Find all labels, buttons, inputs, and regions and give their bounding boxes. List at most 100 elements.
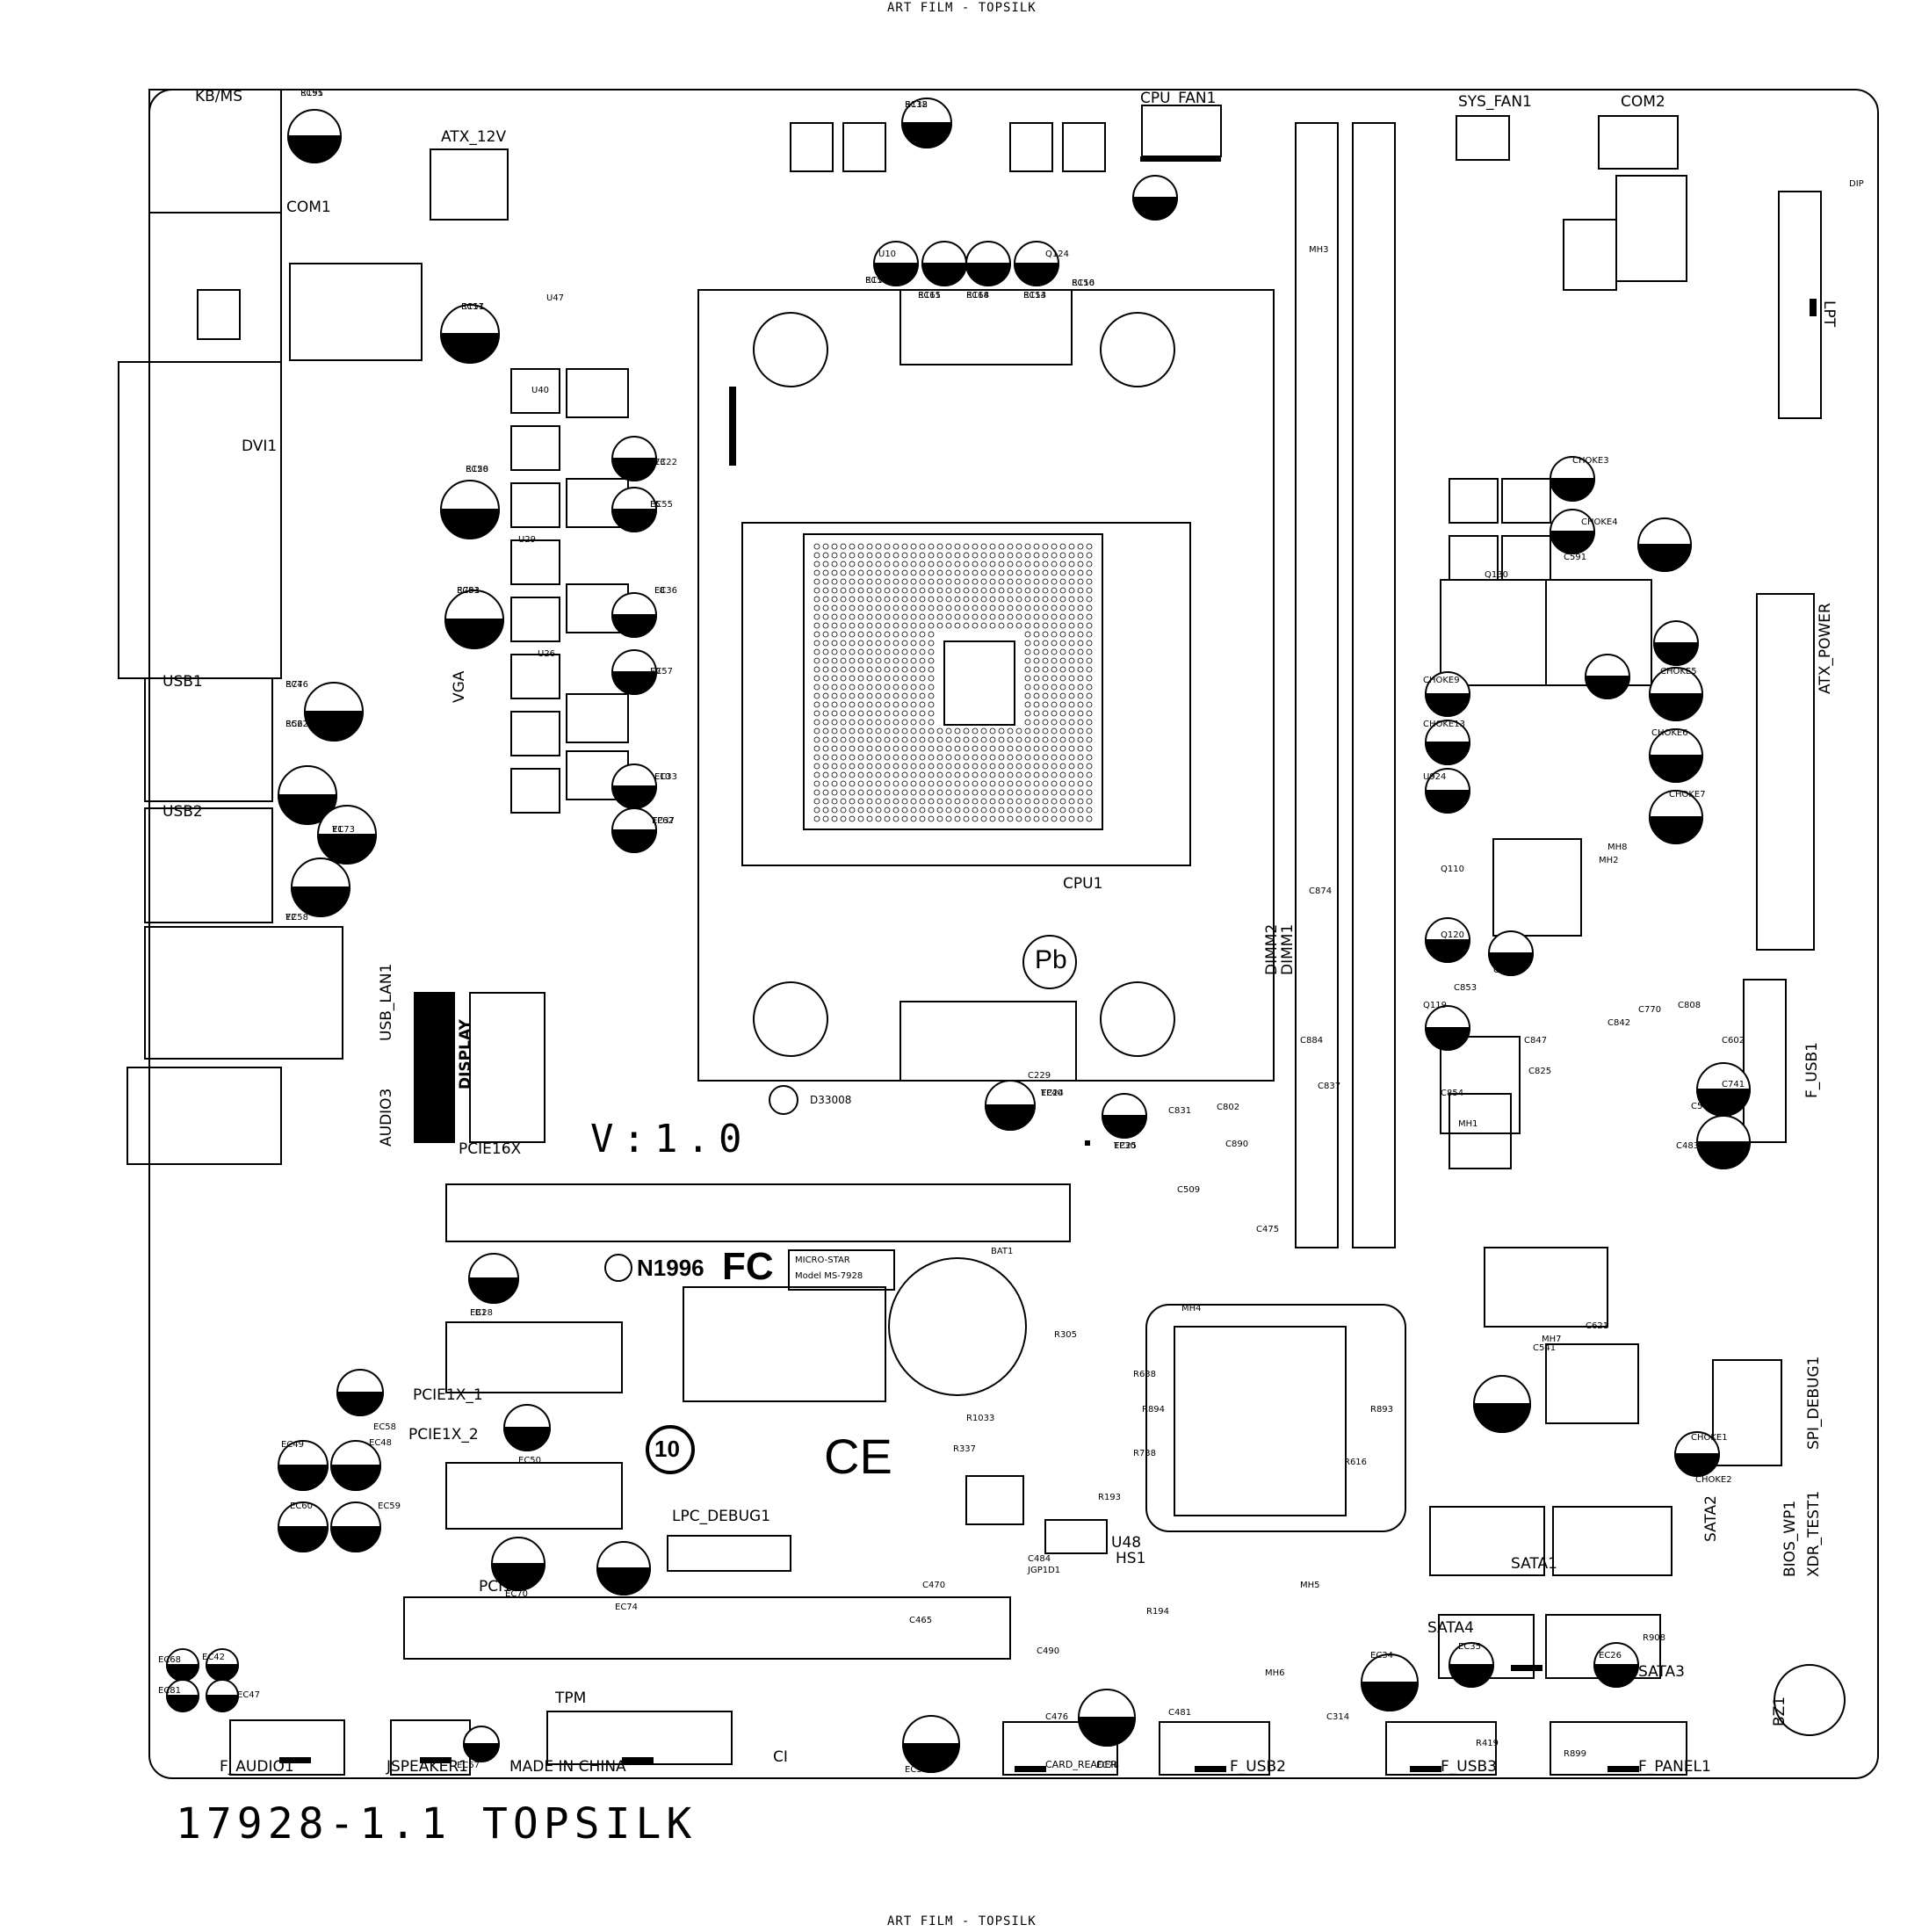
- usb1-connector: [144, 677, 273, 802]
- ref-designator: C476: [1045, 1712, 1069, 1722]
- ref-designator: EC50: [518, 1456, 542, 1465]
- capacitor-polarity-fill: [1648, 816, 1704, 844]
- rohs-number: 10: [654, 1436, 680, 1462]
- label-sata1: SATA1: [1511, 1555, 1557, 1573]
- ref-designator: R738: [1133, 1449, 1157, 1458]
- ref-designator: Q120: [1441, 930, 1464, 940]
- vendor-model: Model MS-7928: [795, 1271, 863, 1281]
- ref-designator: CHOKE3: [1572, 456, 1609, 466]
- capacitor-polarity-fill: [1077, 1717, 1137, 1747]
- ref-designator: R168: [966, 291, 990, 300]
- ce-mark: CE: [824, 1429, 892, 1484]
- capacitor-polarity-fill: [1648, 755, 1704, 783]
- ref-designator: C884: [1300, 1036, 1324, 1046]
- ref-designator: U924: [1423, 772, 1447, 782]
- capacitor-polarity-fill: [610, 509, 658, 532]
- label-dvi1: DVI1: [242, 438, 278, 455]
- ref-designator: CHOKE6: [1651, 728, 1688, 738]
- ref-designator: EC74: [615, 1603, 639, 1612]
- ref-designator: L8: [654, 586, 665, 596]
- label-lpc-debug1: LPC_DEBUG1: [672, 1508, 771, 1525]
- dvi-connector: [118, 361, 282, 679]
- chipset-u48: [1174, 1326, 1347, 1516]
- capacitor-polarity-fill: [872, 263, 920, 286]
- tpm-header: [546, 1711, 733, 1765]
- label-hs1: HS1: [1116, 1550, 1146, 1567]
- ref-designator: R161: [918, 291, 942, 300]
- ref-designator: C842: [1608, 1018, 1631, 1028]
- capacitor-polarity-fill: [1101, 1115, 1148, 1139]
- pcie1x-2-slot: [445, 1462, 623, 1530]
- ref-designator: EC16: [865, 276, 889, 286]
- ref-designator: EC57: [650, 667, 674, 677]
- ref-designator: EC4: [285, 680, 303, 690]
- atx12v-connector: [430, 148, 509, 221]
- date-code: D33008: [810, 1094, 852, 1106]
- pb-free-mark: [1022, 935, 1077, 989]
- capacitor-polarity-fill: [1487, 952, 1535, 976]
- ref-designator: R899: [1564, 1749, 1587, 1759]
- ref-designator: C475: [1256, 1225, 1280, 1234]
- label-bz1: BZ1: [1771, 1696, 1788, 1726]
- sata2-connector: [1552, 1506, 1673, 1576]
- ref-designator: CHOKE4: [1581, 517, 1618, 527]
- usb2-connector: [144, 807, 273, 923]
- capacitor-polarity-fill: [1424, 1027, 1471, 1051]
- dimm-slot-2: [1295, 122, 1339, 1248]
- ref-designator: EC48: [369, 1438, 393, 1448]
- ref-designator: R154: [1023, 291, 1047, 300]
- ref-designator: C741: [1722, 1080, 1745, 1089]
- label-u48: U48: [1111, 1534, 1142, 1552]
- ref-designator: C853: [1454, 983, 1477, 993]
- label-sata2: SATA2: [1702, 1495, 1720, 1542]
- ref-designator: R195: [300, 89, 324, 98]
- ref-designator: MH6: [1265, 1668, 1285, 1678]
- header-top: ART FILM - TOPSILK: [887, 1, 1037, 15]
- ref-designator: EC59: [378, 1501, 401, 1511]
- ref-designator: MH2: [1599, 856, 1619, 865]
- ref-designator: R138: [905, 100, 928, 110]
- made-in-china: MADE IN CHINA: [509, 1758, 626, 1776]
- label-atx-power: ATX_POWER: [1817, 603, 1834, 694]
- capacitor-polarity-fill: [205, 1695, 240, 1712]
- ref-designator: EC81: [158, 1686, 182, 1696]
- ref-designator: C879: [1493, 966, 1517, 975]
- board-version: V:1.0: [590, 1117, 751, 1161]
- buzzer-bz1: [1774, 1664, 1846, 1736]
- capacitor-polarity-fill: [1695, 1141, 1752, 1169]
- ref-designator: EC36: [654, 586, 678, 596]
- ref-designator: EC51: [300, 89, 324, 98]
- capacitor-polarity-fill: [610, 829, 658, 853]
- ref-designator: EC60: [290, 1501, 314, 1511]
- ref-designator: L5: [650, 500, 661, 510]
- ref-designator: EC47: [237, 1690, 261, 1700]
- ref-designator: R894: [1142, 1405, 1166, 1415]
- label-com1: COM1: [286, 199, 331, 216]
- kbms-connector: [148, 89, 282, 213]
- f-panel-header: [1550, 1721, 1687, 1776]
- label-atx-12v: ATX_12V: [441, 128, 507, 146]
- label-lpt: LPT: [1820, 300, 1838, 328]
- capacitor-polarity-fill: [165, 1664, 200, 1682]
- label-jgp1d1: JGP1D1: [1028, 1566, 1061, 1575]
- ref-designator: EC37: [652, 816, 676, 826]
- header-bottom: ART FILM - TOPSILK: [887, 1914, 1037, 1928]
- ref-designator: C591: [1564, 553, 1587, 562]
- pcie16x-slot: [445, 1183, 1071, 1242]
- fcc-mark: FC: [722, 1245, 774, 1288]
- ref-designator: R337: [953, 1444, 977, 1454]
- ref-designator: C541: [1533, 1343, 1557, 1353]
- capacitor-polarity-fill: [290, 886, 351, 917]
- ref-designator: CHOKE13: [1423, 720, 1465, 729]
- capacitor-polarity-fill: [286, 135, 343, 163]
- ref-designator: U40: [531, 386, 550, 395]
- ref-designator: R616: [1344, 1458, 1368, 1467]
- ref-designator: EC68: [158, 1655, 182, 1665]
- label-tpm: TPM: [555, 1690, 587, 1707]
- ref-designator: C508: [1691, 1102, 1715, 1111]
- label-dimm2: DIMM2: [1263, 923, 1281, 975]
- capacitor-polarity-fill: [1424, 790, 1471, 814]
- ref-designator: Q124: [1045, 250, 1069, 259]
- ref-designator: C854: [1441, 1089, 1464, 1098]
